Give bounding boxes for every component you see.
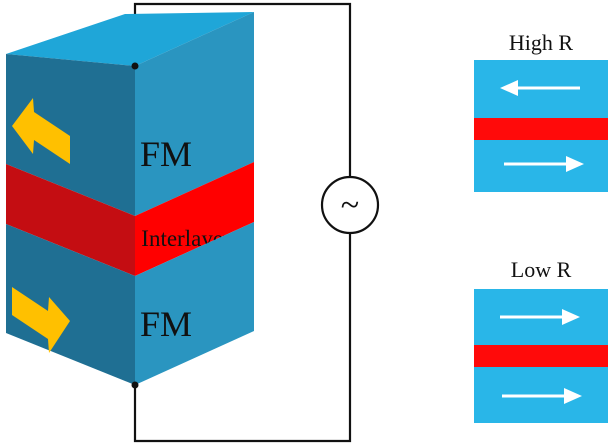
device-stack: FM Interlayer FM bbox=[6, 12, 254, 389]
high-r-interlayer bbox=[474, 118, 608, 140]
ac-source-icon: ~ bbox=[320, 175, 380, 235]
top-fm-side-face bbox=[6, 54, 135, 216]
top-fm-top-face bbox=[6, 12, 254, 66]
low-r-label: Low R bbox=[511, 257, 572, 282]
high-r-bottom-arrow bbox=[504, 156, 584, 172]
top-fm-front-face bbox=[135, 12, 254, 216]
top-fm-label: FM bbox=[140, 134, 192, 174]
top-magnetization-arrow bbox=[12, 98, 70, 164]
bottom-fm-front-face bbox=[135, 222, 254, 385]
interlayer-side-face bbox=[6, 164, 135, 276]
bottom-fm-label: FM bbox=[140, 304, 192, 344]
bottom-wire bbox=[133, 233, 352, 443]
high-r-state: High R bbox=[474, 30, 608, 192]
top-contact bbox=[131, 62, 139, 70]
low-r-interlayer bbox=[474, 345, 608, 367]
low-r-bottom-arrow bbox=[502, 388, 582, 404]
interlayer-front-face bbox=[135, 162, 254, 276]
ac-source-circle bbox=[320, 175, 380, 235]
high-r-label: High R bbox=[509, 30, 574, 55]
top-fm-layer: FM bbox=[6, 12, 254, 216]
bottom-contact bbox=[131, 381, 139, 389]
low-r-top-arrow bbox=[500, 309, 580, 325]
bottom-fm-side-face bbox=[6, 224, 135, 385]
bottom-magnetization-arrow bbox=[12, 287, 70, 353]
bottom-fm-layer: FM bbox=[6, 222, 254, 385]
low-r-state: Low R bbox=[474, 257, 608, 423]
high-r-bottom-fm bbox=[474, 140, 608, 192]
ac-source-symbol: ~ bbox=[341, 187, 359, 224]
high-r-top-arrow bbox=[500, 80, 580, 96]
